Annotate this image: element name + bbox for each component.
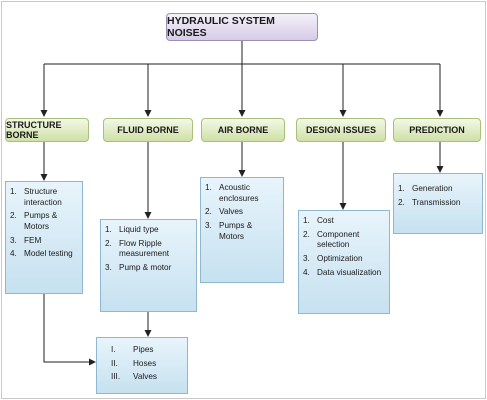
list-item: 3.Pumps & Motors [205, 220, 253, 241]
fluid-borne-list: 1.Liquid type 2.Flow Ripple measurement … [100, 219, 197, 312]
list-item: II.Hoses [111, 358, 157, 368]
list-item: 2.Flow Ripple measurement [105, 238, 170, 259]
prediction-list: 1.Generation 2.Transmission [393, 173, 483, 234]
category-label: STRUCTURE BORNE [6, 120, 62, 140]
list-item: 1.Cost [303, 216, 334, 225]
category-label: DESIGN ISSUES [305, 125, 377, 135]
list-item: III.Valves [111, 372, 157, 382]
list-item: 3.Optimization [303, 253, 363, 263]
root-title: HYDRAULIC SYSTEM NOISES [167, 15, 275, 39]
list-item: 4.Data visualization [303, 267, 382, 277]
design-issues-list: 1.Cost 2.Component selection 3.Optimizat… [298, 210, 390, 314]
list-item: 3.FEM [10, 235, 42, 245]
list-item: 1.Generation [398, 184, 453, 193]
list-item: 1.Structure interaction [10, 187, 62, 207]
list-item: 2.Component selection [303, 229, 360, 250]
category-fluid-borne: FLUID BORNE [103, 118, 193, 142]
category-label: AIR BORNE [217, 125, 269, 135]
category-design-issues: DESIGN ISSUES [296, 118, 386, 142]
list-item: 1.Liquid type [105, 225, 159, 234]
list-item: 3.Pump & motor [105, 262, 172, 272]
arrow-structure-to-shared [43, 294, 96, 366]
list-item: 2.Valves [205, 207, 243, 217]
category-prediction: PREDICTION [393, 118, 481, 142]
category-label: FLUID BORNE [117, 125, 179, 135]
shared-components-list: I.Pipes II.Hoses III.Valves [96, 337, 188, 394]
list-item: 1.Acoustic enclosures [205, 183, 259, 203]
category-label: PREDICTION [409, 125, 465, 135]
list-item: 2.Transmission [398, 197, 461, 207]
structure-borne-list: 1.Structure interaction 2.Pumps & Motors… [5, 181, 83, 294]
root-node: HYDRAULIC SYSTEM NOISES [166, 13, 318, 41]
list-item: 2.Pumps & Motors [10, 211, 58, 231]
list-item: I.Pipes [111, 345, 154, 354]
list-item: 4.Model testing [10, 249, 73, 259]
air-borne-list: 1.Acoustic enclosures 2.Valves 3.Pumps &… [200, 177, 284, 283]
category-structure-borne: STRUCTURE BORNE [5, 118, 89, 142]
category-air-borne: AIR BORNE [201, 118, 285, 142]
